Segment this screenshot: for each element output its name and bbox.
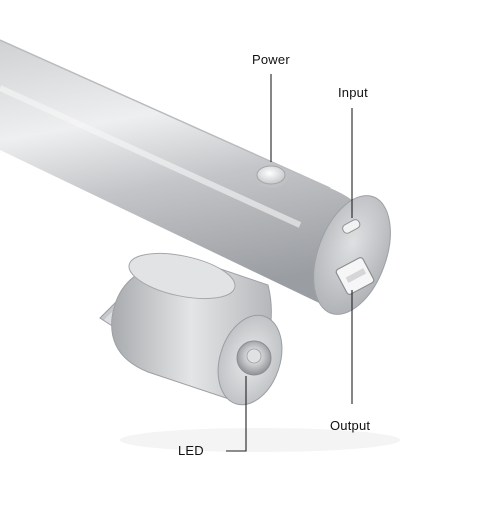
- output-label: Output: [330, 418, 371, 433]
- led-label: LED: [178, 443, 204, 458]
- power-button: [254, 165, 288, 188]
- led-leader-line: [226, 376, 247, 452]
- power-bank-body: [0, 39, 391, 315]
- callout-lines: [226, 74, 353, 452]
- input-label: Input: [338, 85, 368, 100]
- led-attachment: [99, 252, 283, 406]
- power-label: Power: [252, 52, 290, 67]
- floor-shadow: [120, 428, 400, 452]
